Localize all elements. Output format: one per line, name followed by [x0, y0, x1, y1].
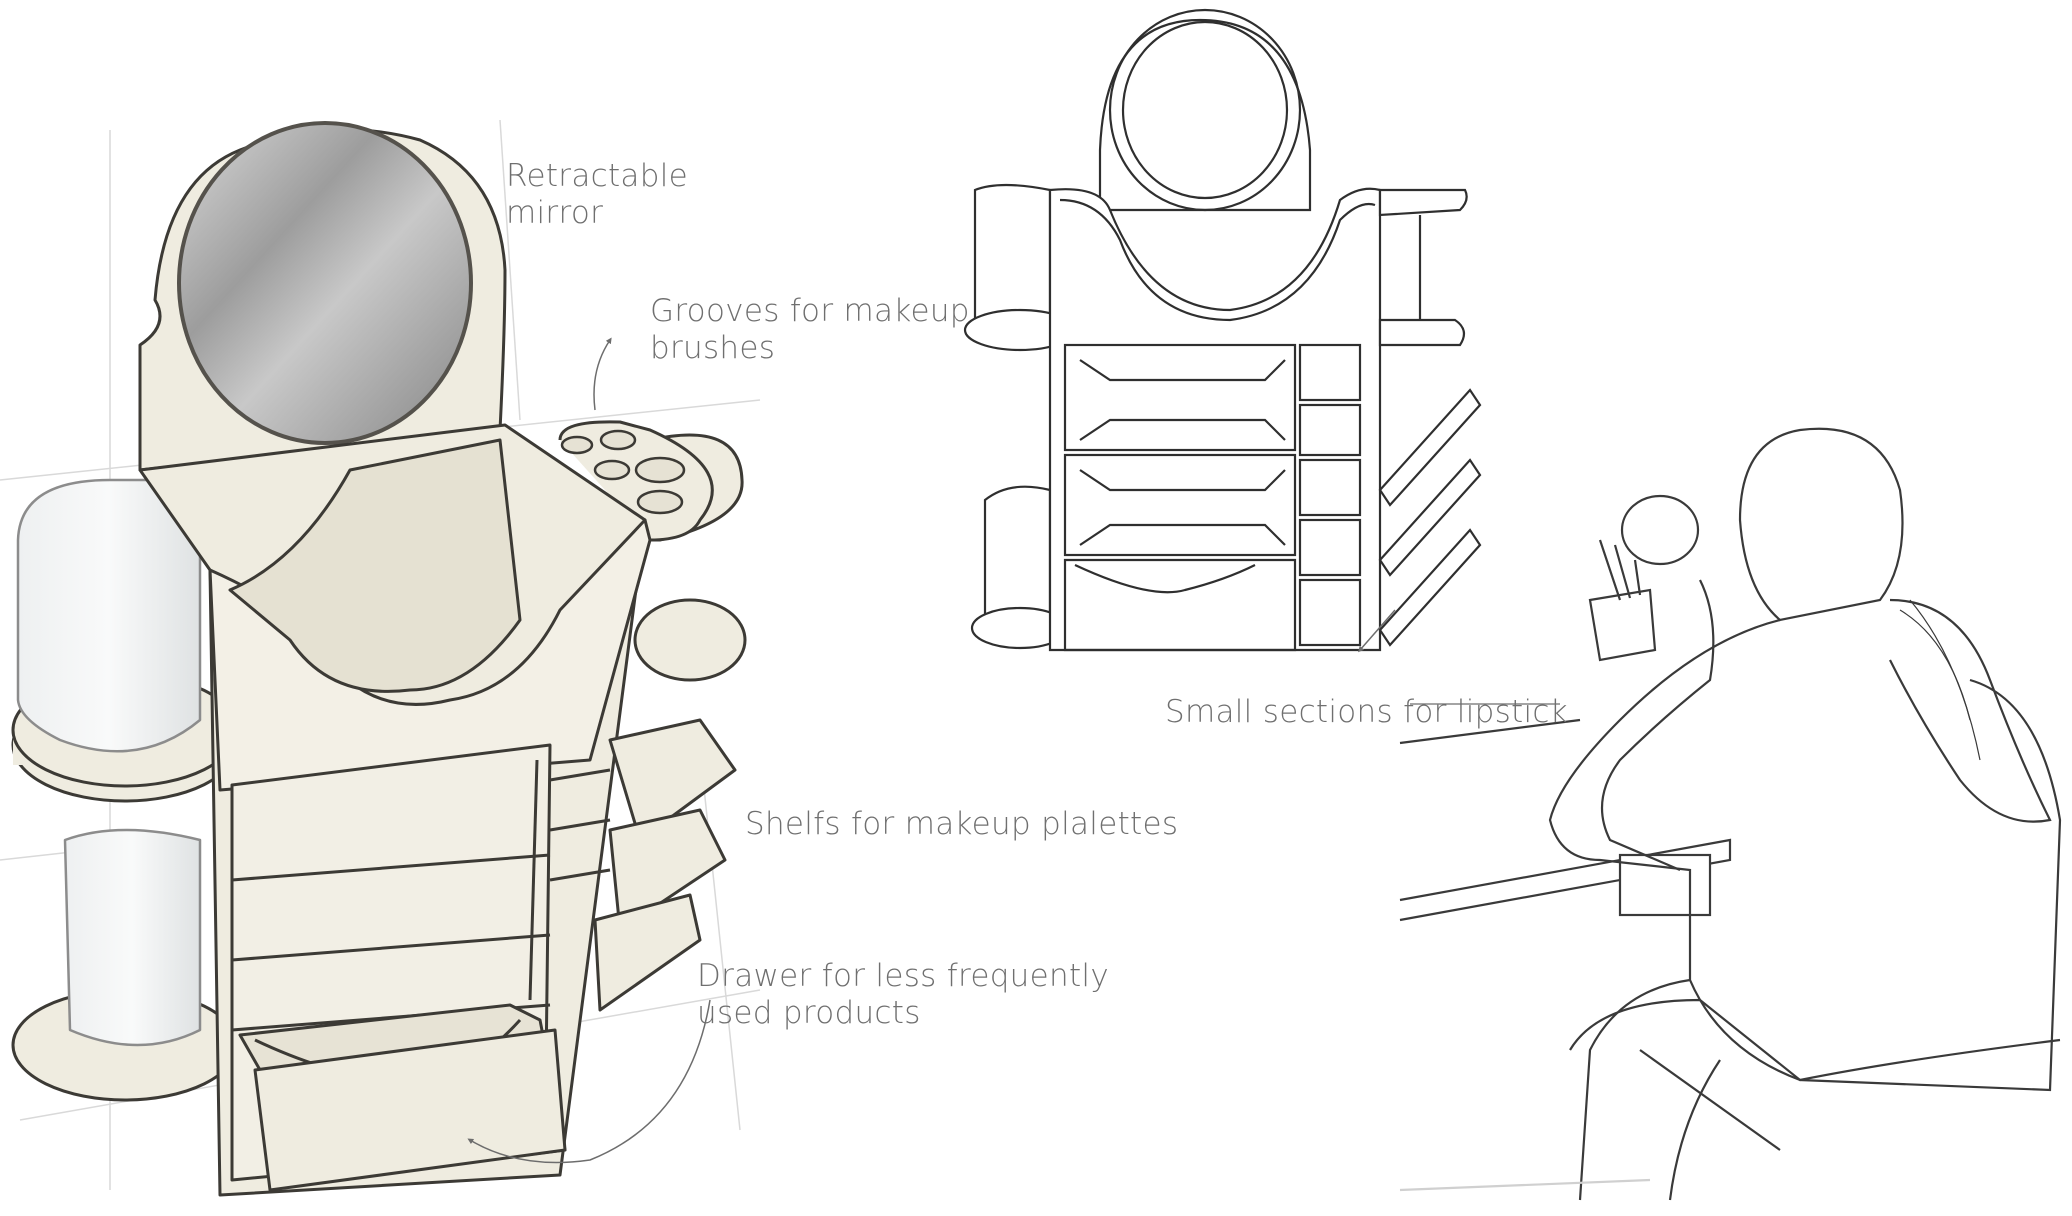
label-palette-shelfs: Shelfs for makeup plalettes: [745, 806, 1178, 843]
label-retractable-mirror: Retractable mirror: [506, 158, 688, 232]
label-line: mirror: [506, 195, 688, 232]
label-line: Drawer for less frequently: [697, 958, 1109, 995]
frontview-organizer: [965, 10, 1480, 650]
person-illustration: [1400, 429, 2060, 1200]
label-line: Grooves for makeup: [650, 293, 970, 330]
label-lipstick-sections: Small sections for lipstick: [1165, 694, 1568, 731]
label-line: brushes: [650, 330, 970, 367]
label-line: Shelfs for makeup plalettes: [745, 806, 1178, 843]
label-drawer: Drawer for less frequently used products: [697, 958, 1109, 1032]
label-line: Retractable: [506, 158, 688, 195]
label-line: Small sections for lipstick: [1165, 694, 1568, 731]
label-brush-grooves: Grooves for makeup brushes: [650, 293, 970, 367]
mirror-glass: [179, 123, 471, 443]
label-line: used products: [697, 995, 1109, 1032]
perspective-organizer: [0, 120, 760, 1195]
